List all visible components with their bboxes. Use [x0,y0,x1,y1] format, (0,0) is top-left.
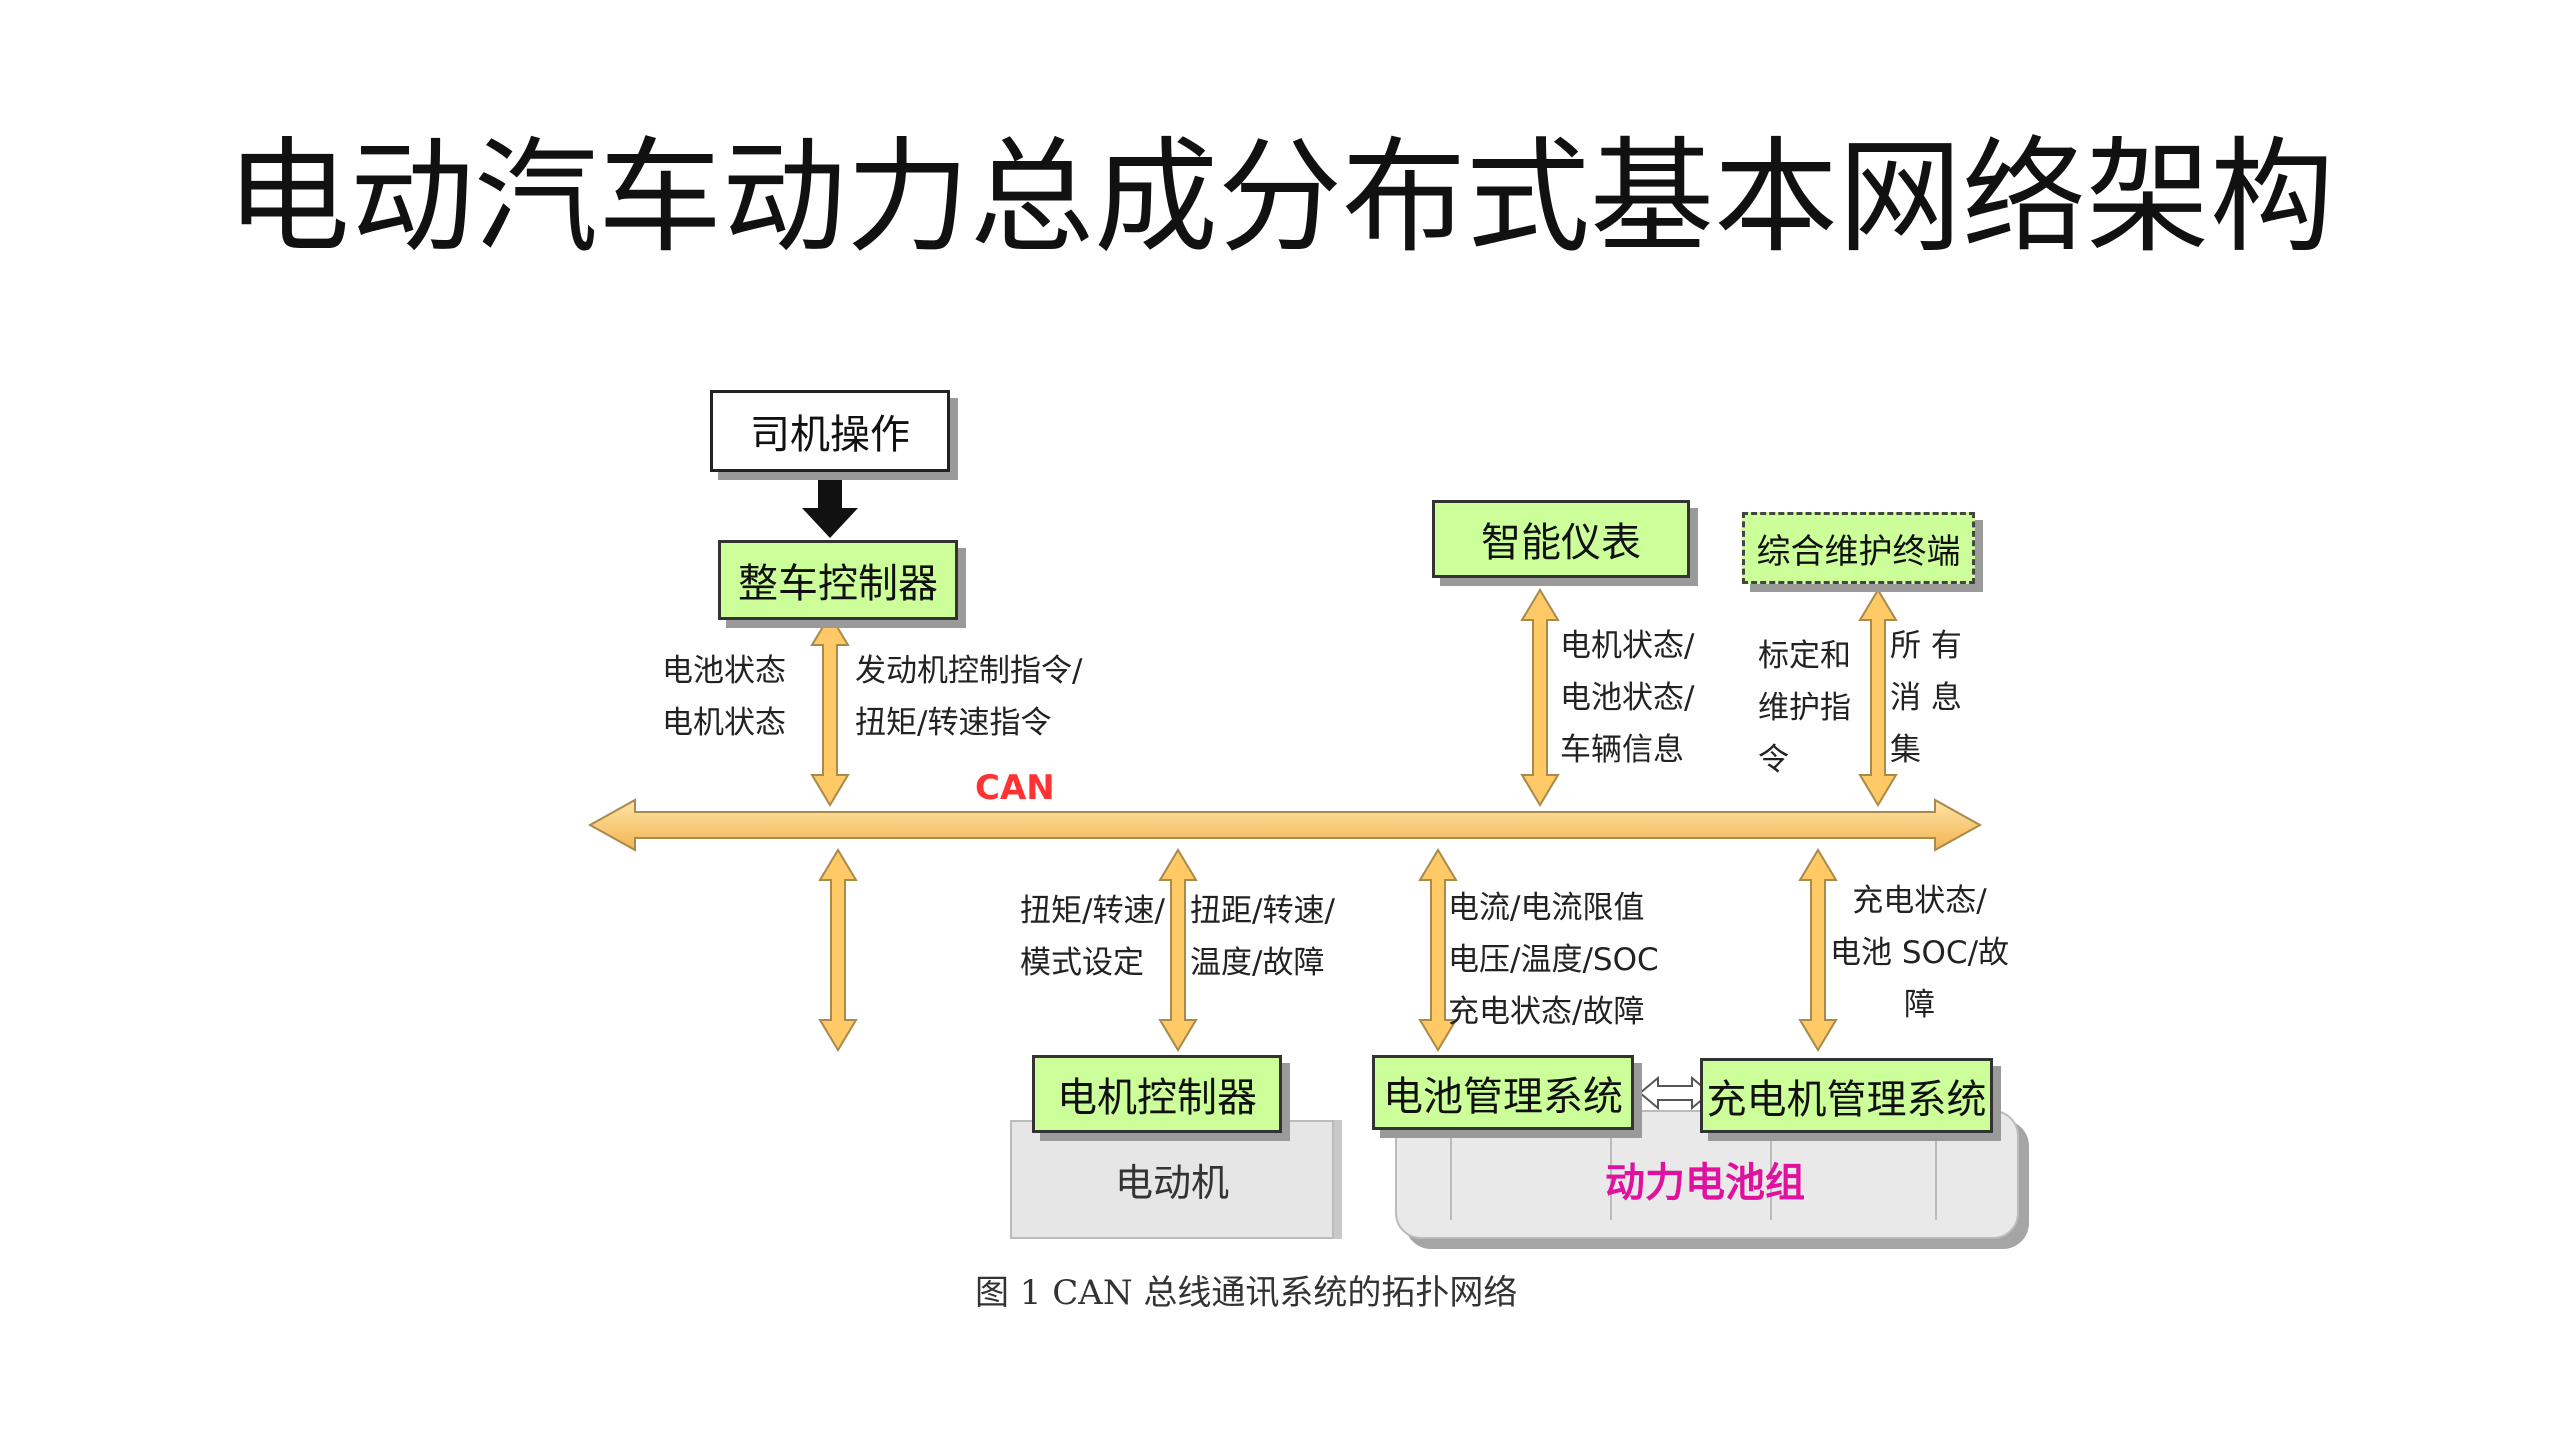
maintenance-terminal-box: 综合维护终端 [1742,512,1975,584]
label-line: 电机状态/ [1560,628,1695,664]
pack-divider [1935,1120,1937,1220]
meter-labels: 电机状态/ 电池状态/ 车辆信息 [1560,620,1694,776]
vehicle-controller-box: 整车控制器 [718,540,958,620]
motor-controller-right-labels: 扭距/转速/ 温度/故障 [1190,885,1335,989]
vcu-bus-arrow [810,613,850,807]
bms-labels: 电流/电流限值 电压/温度/SOC 充电状态/故障 [1448,882,1659,1038]
label-line: 扭矩/转速指令 [855,705,1052,741]
label-line: 令 [1758,742,1789,778]
slide-title: 电动汽车动力总成分布式基本网络架构 [225,126,2334,270]
battery-pack-label: 动力电池组 [1605,1160,1805,1206]
vcu-left-labels: 电池状态 电机状态 [662,645,786,749]
motor-controller-left-labels: 扭矩/转速/ 模式设定 [1020,885,1165,989]
figure-caption: 图 1 CAN 总线通讯系统的拓扑网络 [975,1273,1518,1313]
label-line: 电压/温度/SOC [1448,942,1659,978]
can-bus-label: CAN [975,768,1055,808]
driver-operation-box: 司机操作 [710,390,950,472]
charger-bus-arrow [1798,848,1838,1052]
label-line: 发动机控制指令/ [855,653,1083,689]
label-line: 车辆信息 [1560,732,1684,768]
pack-divider [1450,1120,1452,1220]
meter-bus-arrow [1520,588,1560,807]
label-line: 电流/电流限值 [1448,890,1645,926]
battery-management-box: 电池管理系统 [1372,1055,1634,1130]
terminal-right-labels: 所 有 消 息 集 [1890,620,1962,776]
motor-block: 电动机 [1010,1120,1334,1239]
driver-to-vcu-arrow [802,472,858,538]
charger-management-box: 充电机管理系统 [1700,1058,1993,1133]
motor-controller-bus-arrow [1158,848,1198,1052]
label-line: 电池 SOC/故 [1830,935,2010,971]
label-line: 电池状态 [662,653,786,689]
label-line: 维护指 [1758,690,1851,726]
label-line: 温度/故障 [1190,945,1325,981]
label-line: 消 息 [1890,680,1962,716]
motor-label: 电动机 [1114,1161,1229,1205]
label-line: 障 [1904,987,1936,1023]
can-bus-arrow [587,798,1983,852]
charger-labels: 充电状态/ 电池 SOC/故 障 [1830,875,2009,1031]
motor-controller-box: 电机控制器 [1032,1055,1282,1133]
pack-divider [1770,1120,1772,1220]
label-line: 扭矩/转速/ [1020,893,1165,929]
label-line: 标定和 [1758,638,1851,674]
bms-bus-arrow [1418,848,1458,1052]
vcu-right-labels: 发动机控制指令/ 扭矩/转速指令 [855,645,1082,749]
label-line: 电池状态/ [1560,680,1695,716]
label-line: 电机状态 [662,705,786,741]
terminal-bus-arrow [1858,588,1898,807]
label-line: 扭距/转速/ [1190,893,1335,929]
terminal-left-labels: 标定和 维护指 令 [1758,630,1851,786]
spare-bus-arrow [818,848,858,1052]
label-line: 集 [1890,732,1921,768]
smart-meter-box: 智能仪表 [1432,500,1690,578]
pack-divider [1610,1120,1612,1220]
label-line: 所 有 [1890,628,1962,664]
label-line: 充电状态/故障 [1448,994,1645,1030]
label-line: 模式设定 [1020,945,1144,981]
label-line: 充电状态/ [1852,883,1987,919]
